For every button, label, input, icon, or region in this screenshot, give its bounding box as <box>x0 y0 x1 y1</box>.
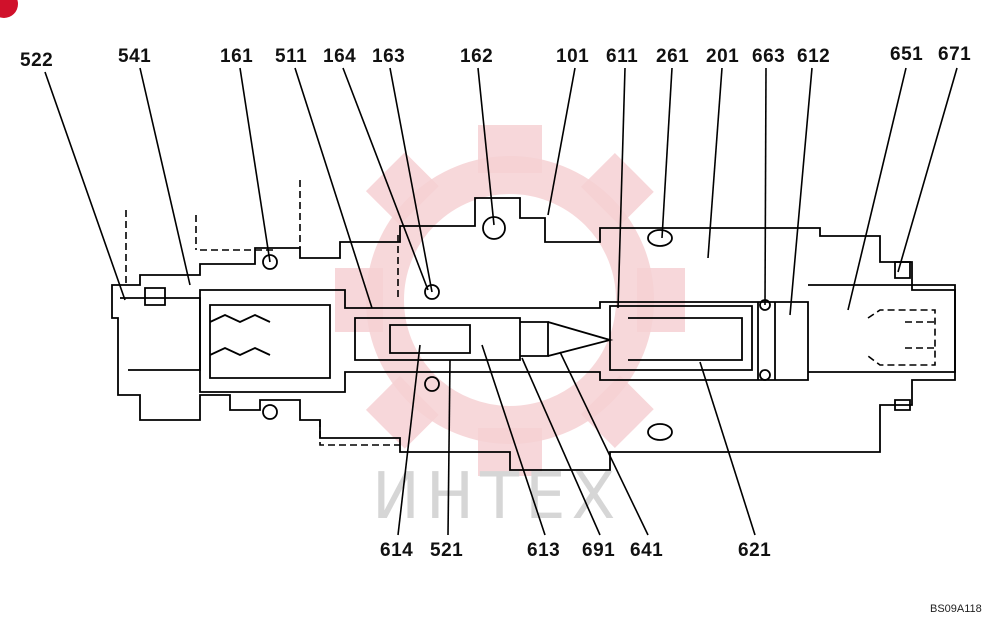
callout-671: 671 <box>938 44 971 65</box>
callout-201: 201 <box>706 46 739 67</box>
callouts-bottom: 614 521 613 691 641 621 <box>380 540 771 561</box>
callout-511: 511 <box>275 46 307 67</box>
callouts-top: 522 541 161 511 164 163 162 101 611 261 … <box>20 44 971 71</box>
callout-614: 614 <box>380 540 413 561</box>
callout-261: 261 <box>656 46 689 67</box>
callout-691: 691 <box>582 540 615 561</box>
callout-641: 641 <box>630 540 663 561</box>
callout-521: 521 <box>430 540 463 561</box>
callout-164: 164 <box>323 46 356 67</box>
watermark-gear <box>366 156 654 444</box>
corner-badge <box>0 0 18 18</box>
callout-163: 163 <box>372 46 405 67</box>
callout-612: 612 <box>797 46 830 67</box>
valve-body <box>111 180 956 471</box>
callout-663: 663 <box>752 46 785 67</box>
callout-613: 613 <box>527 540 560 561</box>
leader-lines <box>44 67 958 536</box>
watermark-gear-teeth <box>335 125 685 476</box>
callout-161: 161 <box>220 46 253 67</box>
callout-162: 162 <box>460 46 493 67</box>
callout-611: 611 <box>606 46 638 67</box>
callout-621: 621 <box>738 540 771 561</box>
callout-101: 101 <box>556 46 589 67</box>
callout-651: 651 <box>890 44 923 65</box>
callout-522: 522 <box>20 50 53 71</box>
watermark-text: ИНТЕХ <box>372 460 621 534</box>
callout-541: 541 <box>118 46 151 67</box>
figure-reference-code: BS09A118 <box>930 603 982 615</box>
